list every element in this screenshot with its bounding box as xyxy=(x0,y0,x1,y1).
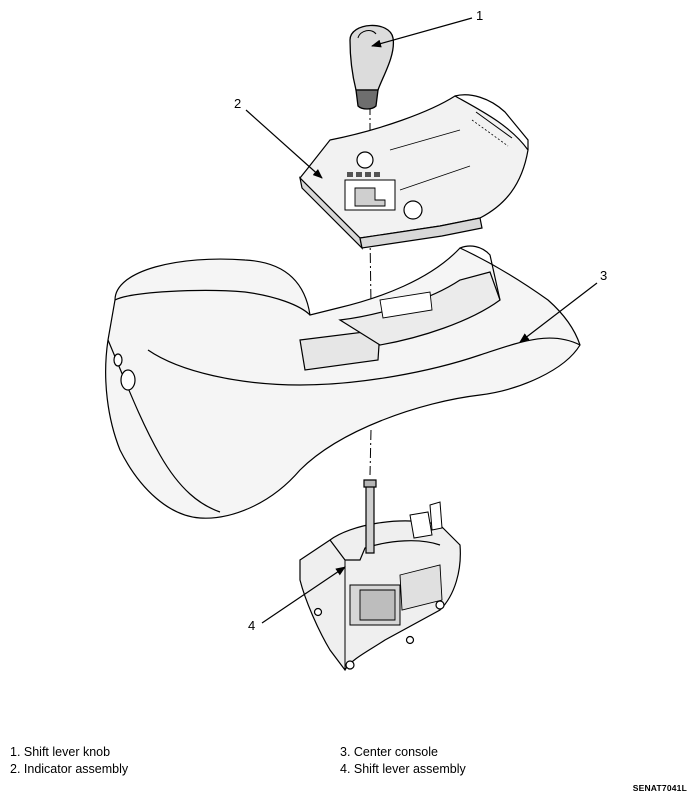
shift-lever-assembly xyxy=(300,480,460,670)
callout-leaders xyxy=(245,17,598,624)
leader-4 xyxy=(261,566,346,624)
alignment-axis xyxy=(369,105,372,476)
legend-left-column: 1. Shift lever knob 2. Indicator assembl… xyxy=(10,744,128,778)
callout-4: 4 xyxy=(248,618,255,633)
legend-right-column: 3. Center console 4. Shift lever assembl… xyxy=(340,744,466,778)
figure-code: SENAT7041L xyxy=(632,783,687,793)
shift-lever-knob xyxy=(350,25,393,109)
callout-3: 3 xyxy=(600,268,607,283)
leader-3 xyxy=(519,282,598,343)
indicator-assembly xyxy=(300,95,528,248)
leader-1 xyxy=(371,17,473,48)
leader-2 xyxy=(245,109,323,179)
callout-2: 2 xyxy=(234,96,241,111)
callout-1: 1 xyxy=(476,8,483,23)
exploded-view-diagram: 1 2 3 4 xyxy=(0,8,607,730)
legend-item-indicator-assembly: 2. Indicator assembly xyxy=(10,762,129,776)
legend-item-shift-lever-assembly: 4. Shift lever assembly xyxy=(340,762,466,776)
legend-item-center-console: 3. Center console xyxy=(340,745,438,759)
center-console xyxy=(106,246,580,518)
legend-item-shift-lever-knob: 1. Shift lever knob xyxy=(10,745,111,759)
